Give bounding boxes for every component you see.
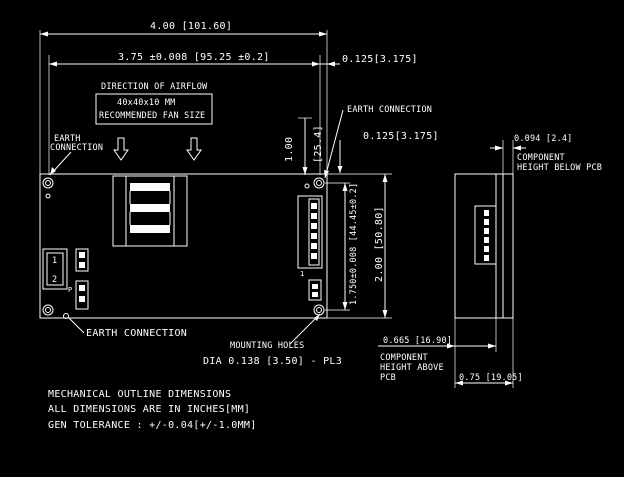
airflow-title: DIRECTION OF AIRFLOW [101,82,208,92]
fan-top-label: 1.00 [284,137,295,162]
input-connector-pin-label: 2 [52,275,57,285]
mounting-holes-label-2: DIA 0.138 [3.50] - PL3 [203,356,342,367]
mounting-hole-icon [313,177,325,189]
earth-connection-left-label-2: CONNECTION [50,143,103,153]
earth-connection-top-label: EARTH CONNECTION [347,105,432,115]
note-line-3: GEN TOLERANCE : +/-0.04[+/-1.0MM] [48,420,257,431]
hole-height-dimension: 1.750±0.008 [44.45±0.2] [325,182,359,311]
mounting-holes-callout: MOUNTING HOLES DIA 0.138 [3.50] - PL3 [203,313,342,367]
airflow-arrow-icon [113,137,129,161]
comp-below-label-1: COMPONENT [517,153,565,163]
notes-block: MECHANICAL OUTLINE DIMENSIONS ALL DIMENS… [48,389,257,431]
mounting-hole-icon [42,177,54,189]
earth-connection-bottom: EARTH CONNECTION [63,313,187,339]
comp-above-label-3: PCB [380,373,396,383]
input-connector-2: P [68,248,89,310]
hole-spacing-dimension: 3.75 ±0.008 [95.25 ±0.2] 0.125[3.175] [48,52,418,175]
mounting-hole-icon [42,304,54,316]
input-connector: 1 2 [42,248,68,290]
fan-size-text: 40x40x10 MM [117,98,176,108]
hole-offset-top-dimension: 0.125[3.175] [337,131,439,173]
comp-above-label-1: COMPONENT [380,353,428,363]
output-connector: 1 [297,195,323,278]
overall-width-dimension: 4.00 [101.60] [39,21,328,175]
fan-top-mm-label: [25.4] [313,125,324,163]
below-pcb-label: 0.094 [2.4] [514,134,573,144]
fan-recommend-text: RECOMMENDED FAN SIZE [99,111,205,121]
heatsink-block [112,175,188,247]
output-pin-label: 1 [300,270,304,278]
earth-connection-left-label-1: EARTH [54,134,81,144]
pcb-outline: 1 2 P 1 [39,173,328,319]
hole-offset-right-label: 0.125[3.175] [342,54,418,65]
total-thickness-label: 0.75 [19.05] [459,373,523,383]
above-pcb-label: 0.665 [16.90] [383,336,452,346]
comp-above-label-2: HEIGHT ABOVE [380,363,444,373]
side-connector [474,205,497,265]
comp-below-label-2: HEIGHT BELOW PCB [517,163,602,173]
airflow-arrow-icon [186,137,202,161]
small-hole-icon [45,193,51,199]
overall-width-label: 4.00 [101.60] [150,21,232,32]
small-hole-icon [304,183,310,189]
fan-top-dimension: 1.00 [25.4] [284,117,324,175]
earth-connection-left: EARTH CONNECTION [49,134,103,176]
airflow-block: DIRECTION OF AIRFLOW 40x40x10 MM RECOMME… [95,82,213,161]
fan-size-box [95,93,213,125]
input-connector-pin-label: 1 [52,256,57,266]
board-height-label: 2.00 [50.80] [374,206,385,282]
note-line-2: ALL DIMENSIONS ARE IN INCHES[MM] [48,404,250,415]
svg-text:P: P [68,286,72,294]
note-line-1: MECHANICAL OUTLINE DIMENSIONS [48,389,231,400]
mounting-holes-label-1: MOUNTING HOLES [230,341,304,351]
side-view: 0.094 [2.4] COMPONENT HEIGHT BELOW PCB 0… [378,134,602,388]
output-connector-small [308,279,322,301]
mounting-hole-icon [313,304,325,316]
hole-offset-top-label: 0.125[3.175] [363,131,439,142]
hole-spacing-label: 3.75 ±0.008 [95.25 ±0.2] [118,52,270,63]
hole-height-label: 1.750±0.008 [44.45±0.2] [349,183,359,305]
board-height-dimension: 2.00 [50.80] [327,173,392,319]
earth-connection-bottom-label: EARTH CONNECTION [86,328,187,339]
